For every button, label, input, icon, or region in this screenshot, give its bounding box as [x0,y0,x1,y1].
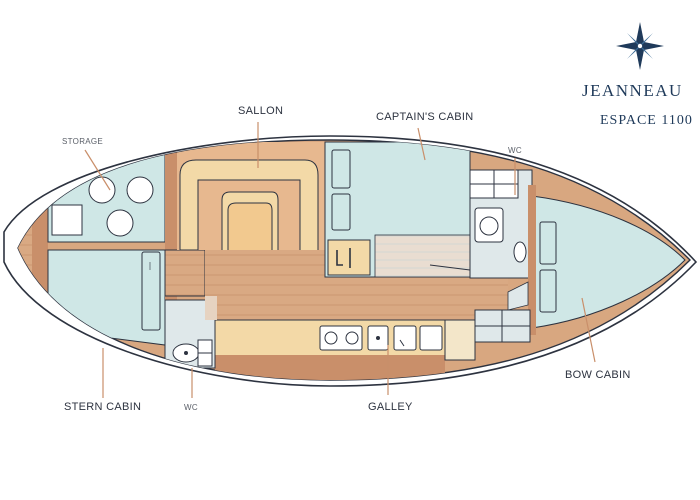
galley-end [444,319,476,361]
bow-berth-1 [539,221,557,265]
forward-toilet [479,216,499,236]
captains-bed-area [374,234,471,278]
storage-tank-3 [106,209,134,237]
storage-tank-2 [126,176,154,204]
label-wc-forward: WC [508,146,522,155]
leader-bow-cabin [581,297,596,363]
companionway-stairs [164,249,206,297]
label-sallon: SALLON [238,105,283,117]
central-teak-floor [205,250,330,320]
stern-berth [141,251,161,331]
label-galley: GALLEY [368,401,413,413]
captains-berth-2 [331,193,351,231]
captains-berth-1 [331,149,351,189]
label-storage: STORAGE [62,137,103,146]
storage-tank-1 [88,176,116,204]
galley-cabinet [419,325,443,351]
leader-captains [417,127,426,161]
label-bow-cabin: BOW CABIN [565,369,631,381]
galley-fridge [393,325,417,351]
bow-cabin-room [531,195,686,329]
bow-berth-2 [539,269,557,313]
aft-bulkhead [32,160,48,350]
storage-box [51,204,83,236]
brand-model: ESPACE 1100 [600,113,693,128]
stern-cabin-room [47,249,166,346]
label-captains-cabin: CAPTAIN'S CABIN [376,111,473,123]
brand-name: JEANNEAU [582,81,683,100]
label-wc-aft: WC [184,403,198,412]
forward-wc-sink [513,241,527,263]
nav-seat [327,239,371,276]
compass-rose-icon [616,22,664,70]
leader-storage [84,149,111,191]
label-stern-cabin: STERN CABIN [64,401,141,413]
